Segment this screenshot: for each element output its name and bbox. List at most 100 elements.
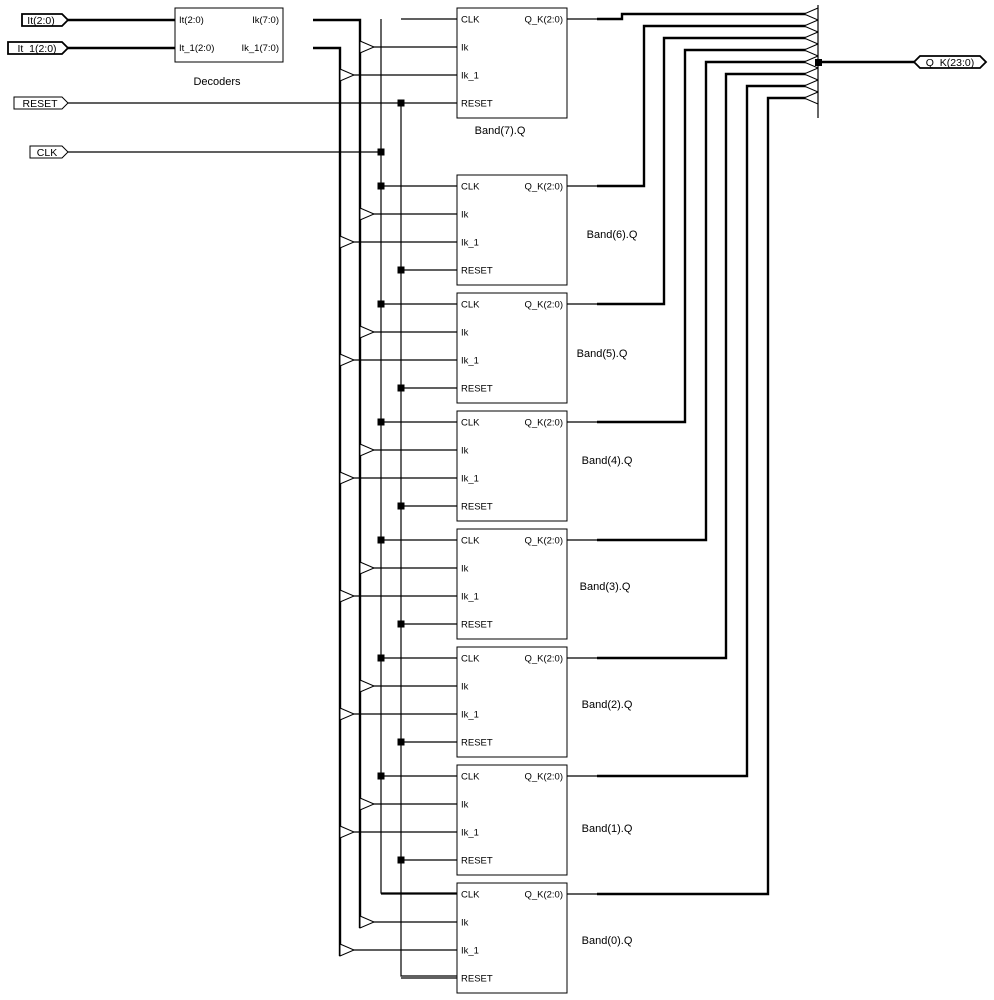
band-pin-q: Q_K(2:0): [524, 15, 563, 26]
band-caption: Band(6).Q: [587, 229, 638, 241]
band-ik-1-bus-tap: [339, 589, 356, 603]
band-clk-junction: [377, 418, 385, 426]
band-reset-junction: [397, 620, 405, 628]
band-pin-ik-1: Ik_1: [461, 474, 479, 485]
band-clk-junction: [377, 772, 385, 780]
band-pin-reset: RESET: [461, 99, 493, 110]
output-bus-tap: [802, 67, 819, 81]
port-it: It(2:0): [21, 13, 70, 27]
band-pin-clk: CLK: [461, 772, 480, 783]
bus-ik-1: [313, 46, 342, 956]
port-it-1-label: It_1(2:0): [17, 43, 56, 55]
band-pin-reset: RESET: [461, 384, 493, 395]
port-it-label: It(2:0): [27, 15, 54, 27]
band-pin-clk: CLK: [461, 654, 480, 665]
band-pin-ik: Ik: [461, 918, 469, 929]
band-pin-ik-1: Ik_1: [461, 828, 479, 839]
band-pin-reset: RESET: [461, 620, 493, 631]
band-caption: Band(4).Q: [582, 455, 633, 467]
band-pin-reset: RESET: [461, 266, 493, 277]
band-q-bus: [597, 24, 806, 188]
band-pin-clk: CLK: [461, 15, 480, 26]
band-q-bus: [597, 36, 806, 306]
port-clk-label: CLK: [37, 147, 57, 159]
band-pin-ik-1: Ik_1: [461, 710, 479, 721]
band-ik-bus-tap: [359, 207, 376, 221]
band-ik-bus-tap: [359, 443, 376, 457]
output-bus-tap: [802, 19, 819, 33]
decoder-pin-ik: Ik(7:0): [252, 15, 279, 26]
band-box: [456, 764, 568, 876]
output-bus-tap: [802, 43, 819, 57]
band-pin-clk: CLK: [461, 300, 480, 311]
decoder-pin-ik-1: Ik_1(7:0): [242, 43, 280, 54]
band-ik-bus-tap: [359, 797, 376, 811]
band-pin-reset: RESET: [461, 974, 493, 985]
band-pin-ik: Ik: [461, 682, 469, 693]
band-ik-1-bus-tap: [339, 471, 356, 485]
output-bus-taps: [597, 7, 819, 896]
output-bus-tap: [802, 7, 819, 21]
band-q-bus: [597, 48, 806, 424]
band-reset-junction: [397, 384, 405, 392]
band-reset-junction: [397, 266, 405, 274]
band-box: [456, 292, 568, 404]
band-box: [456, 7, 568, 119]
band-q-bus: [597, 72, 806, 660]
band-ik-1-bus-tap: [339, 707, 356, 721]
decoder-pin-it: It(2:0): [179, 15, 204, 26]
band-pin-q: Q_K(2:0): [524, 890, 563, 901]
band-pin-reset: RESET: [461, 856, 493, 867]
port-reset-label: RESET: [22, 98, 58, 110]
band-pin-ik-1: Ik_1: [461, 356, 479, 367]
band-pin-clk: CLK: [461, 536, 480, 547]
band-clk-junction: [377, 654, 385, 662]
band-blocks: CLKIkIk_1RESETQ_K(2:0)Band(7).QCLKIkIk_1…: [339, 7, 638, 994]
band-pin-q: Q_K(2:0): [524, 418, 563, 429]
band-ik-bus-tap: [359, 679, 376, 693]
band-box: [456, 410, 568, 522]
band-pin-q: Q_K(2:0): [524, 182, 563, 193]
band-box: [456, 882, 568, 994]
band-pin-ik: Ik: [461, 564, 469, 575]
band-caption: Band(7).Q: [475, 125, 526, 137]
band-pin-reset: RESET: [461, 738, 493, 749]
band-reset-junction: [397, 738, 405, 746]
band-pin-ik: Ik: [461, 328, 469, 339]
band-ik-1-bus-tap: [339, 825, 356, 839]
band-clk-junction: [377, 182, 385, 190]
band-ik-1-bus-tap: [339, 235, 356, 249]
port-reset: RESET: [13, 96, 69, 110]
band-q-bus: [597, 96, 806, 896]
band-pin-ik-1: Ik_1: [461, 592, 479, 603]
band-pin-ik: Ik: [461, 210, 469, 221]
decoder-block: It(2:0) It_1(2:0) Ik(7:0) Ik_1(7:0): [174, 7, 284, 63]
band-pin-reset: RESET: [461, 502, 493, 513]
band-ik-1-bus-tap: [339, 353, 356, 367]
output-bus-tap: [802, 91, 819, 105]
output-bus-tap: [802, 79, 819, 93]
band-q-bus: [597, 84, 806, 778]
band-box: [456, 528, 568, 640]
band-pin-q: Q_K(2:0): [524, 772, 563, 783]
band-pin-ik-1: Ik_1: [461, 71, 479, 82]
band-q-bus: [597, 12, 806, 21]
decoder-pin-it-1: It_1(2:0): [179, 43, 214, 54]
reset-junction-dot: [397, 99, 405, 107]
band-pin-clk: CLK: [461, 182, 480, 193]
band-ik-1-bus-tap: [339, 68, 356, 82]
band-clk-junction: [377, 536, 385, 544]
band-pin-ik-1: Ik_1: [461, 946, 479, 957]
output-bus-tap: [802, 31, 819, 45]
band-caption: Band(5).Q: [577, 348, 628, 360]
band-q-bus: [597, 60, 806, 542]
band-pin-ik-1: Ik_1: [461, 238, 479, 249]
port-clk: CLK: [29, 145, 69, 159]
band-pin-ik: Ik: [461, 800, 469, 811]
